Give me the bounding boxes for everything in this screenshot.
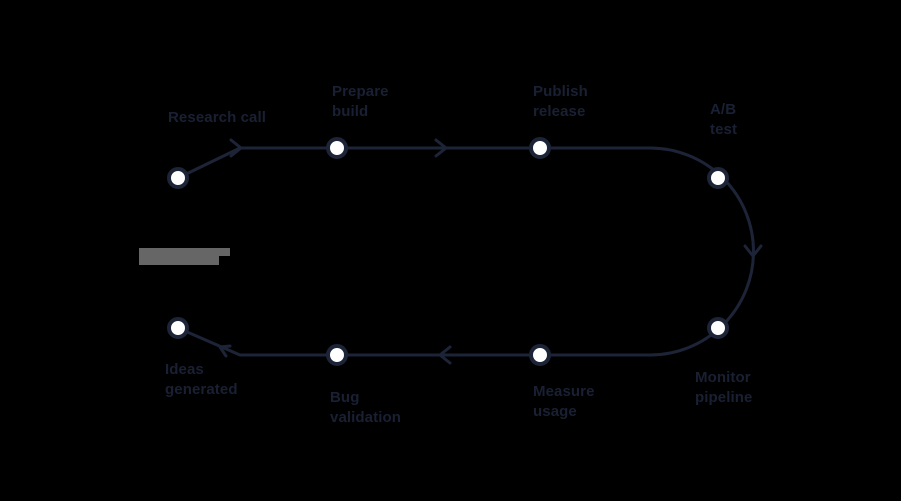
node-dot-6 <box>529 344 551 366</box>
node-dot-3 <box>529 137 551 159</box>
node-label-7: Bug validation <box>330 389 402 426</box>
node-dot-5 <box>707 317 729 339</box>
flow-arrow-down-icon <box>743 244 763 258</box>
redacted-label-bar <box>139 248 219 265</box>
node-dot-7 <box>326 344 348 366</box>
flow-arrow-right-icon <box>229 138 243 158</box>
node-label-2: Prepare build <box>332 83 389 120</box>
redacted-label-bar-notch <box>219 248 230 256</box>
flow-arrow-left-icon <box>438 345 452 365</box>
node-dot-4 <box>707 167 729 189</box>
node-label-6: Measure usage <box>533 383 595 420</box>
flow-arrow-right-icon <box>434 138 448 158</box>
node-label-5: Monitor pipeline <box>695 369 753 406</box>
flow-arrow-upleft-icon <box>218 344 232 358</box>
node-dot-1 <box>167 167 189 189</box>
loop-path <box>176 146 755 357</box>
node-dot-8 <box>167 317 189 339</box>
node-label-8: Ideas generated <box>165 361 238 398</box>
node-label-1: Research call <box>168 109 267 126</box>
node-label-4: A/B test <box>710 101 738 138</box>
node-dot-2 <box>326 137 348 159</box>
node-label-3: Publish release <box>533 83 588 120</box>
